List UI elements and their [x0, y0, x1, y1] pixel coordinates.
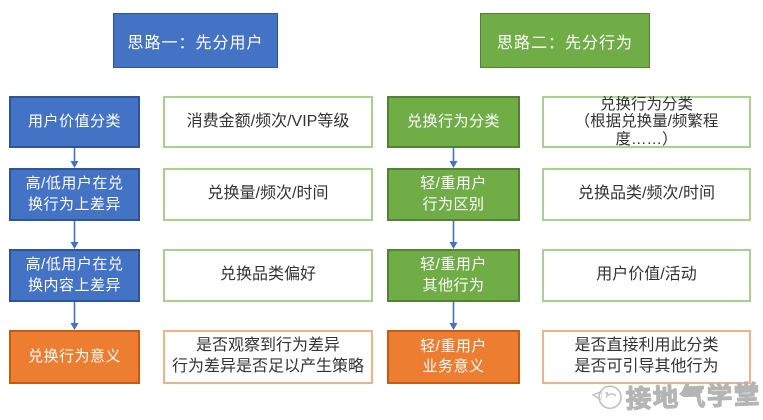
header-approach-1: 思路一：先分用户	[113, 13, 278, 68]
arrow-down-icon	[449, 148, 458, 168]
flow-right-note-1: 兑换行为分类 （根据兑换量/频繁程 度……）	[542, 96, 751, 148]
arrow-down-icon	[70, 148, 79, 168]
flow-left-note-2: 兑换量/频次/时间	[163, 168, 373, 221]
flow-right-step-2: 轻/重用户 行为区别	[387, 168, 520, 221]
arrow-down-icon	[70, 221, 79, 249]
header-approach-2: 思路二：先分行为	[480, 13, 650, 68]
flow-left-note-1: 消费金额/频次/VIP等级	[163, 96, 373, 148]
flow-right-note-2: 兑换品类/频次/时间	[542, 168, 751, 221]
flow-left-step-2: 高/低用户在兑 换行为上差异	[9, 168, 140, 221]
flow-left-step-4: 兑换行为意义	[9, 330, 140, 384]
bird-logo-icon	[591, 385, 622, 410]
flow-right-note-3: 用户价值/活动	[542, 249, 751, 302]
flow-left-step-3: 高/低用户在兑 换内容上差异	[9, 249, 140, 302]
flow-left-note-3: 兑换品类偏好	[163, 249, 373, 302]
arrow-down-icon	[449, 302, 458, 330]
flow-right-note-4: 是否直接利用此分类 是否可引导其他行为	[542, 330, 751, 384]
flow-right-step-4: 轻/重用户 业务意义	[387, 330, 520, 384]
flow-left-step-1: 用户价值分类	[9, 96, 140, 148]
flow-right-step-1: 兑换行为分类	[387, 96, 520, 148]
arrow-down-icon	[449, 221, 458, 249]
flow-right-step-3: 轻/重用户 其他行为	[387, 249, 520, 302]
flow-left-note-4: 是否观察到行为差异 行为差异是否足以产生策略	[163, 330, 373, 384]
arrow-down-icon	[70, 302, 79, 330]
